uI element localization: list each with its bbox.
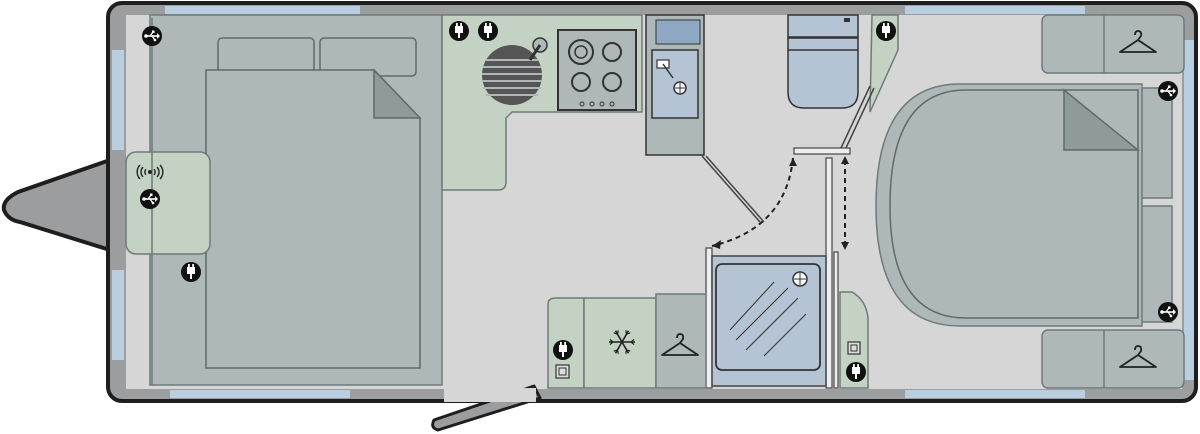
front-bed-fold xyxy=(373,68,422,119)
socket-icon xyxy=(449,21,469,41)
window-bottom-2 xyxy=(905,390,1085,398)
rear-bed-fold xyxy=(1063,88,1141,151)
front-seat xyxy=(125,151,211,255)
washroom-door xyxy=(701,155,761,223)
door-swing-arrow xyxy=(711,157,794,247)
rear-wardrobe-top xyxy=(1041,14,1185,74)
hanger-icon xyxy=(1119,30,1157,53)
socket-icon xyxy=(478,21,498,41)
socket-icon xyxy=(876,21,896,41)
usb-icon xyxy=(142,26,162,46)
wifi-icon xyxy=(136,164,164,180)
shower-icon xyxy=(711,255,827,387)
toilet-icon xyxy=(787,14,859,109)
socket-icon xyxy=(181,262,201,282)
hanger-icon xyxy=(1119,345,1157,368)
usb-icon xyxy=(1158,302,1178,322)
usb-icon xyxy=(1158,81,1178,101)
window-bottom-1 xyxy=(170,390,350,398)
window-front-left xyxy=(112,50,124,150)
usb-icon xyxy=(140,189,160,209)
fridge xyxy=(583,297,657,389)
hanger-icon xyxy=(661,333,699,356)
switch-square-2 xyxy=(555,364,570,379)
socket-icon xyxy=(553,340,573,360)
rear-wardrobe-bottom xyxy=(1041,329,1185,389)
entrance-threshold xyxy=(444,388,536,402)
switch-square xyxy=(847,341,861,355)
snowflake-icon xyxy=(609,330,635,354)
sink-tap-icon xyxy=(656,59,687,95)
window-top-1 xyxy=(165,6,360,14)
socket-icon xyxy=(846,362,866,382)
window-top-2 xyxy=(905,6,1085,14)
window-rear xyxy=(1184,40,1194,380)
drawbar xyxy=(1,158,112,252)
window-front-right xyxy=(112,270,124,360)
gas-hob-icon xyxy=(557,29,637,111)
sink-grooves xyxy=(482,59,542,96)
door-threshold xyxy=(793,147,851,155)
sliding-partition xyxy=(825,157,833,389)
front-bed-mattress xyxy=(205,69,421,369)
